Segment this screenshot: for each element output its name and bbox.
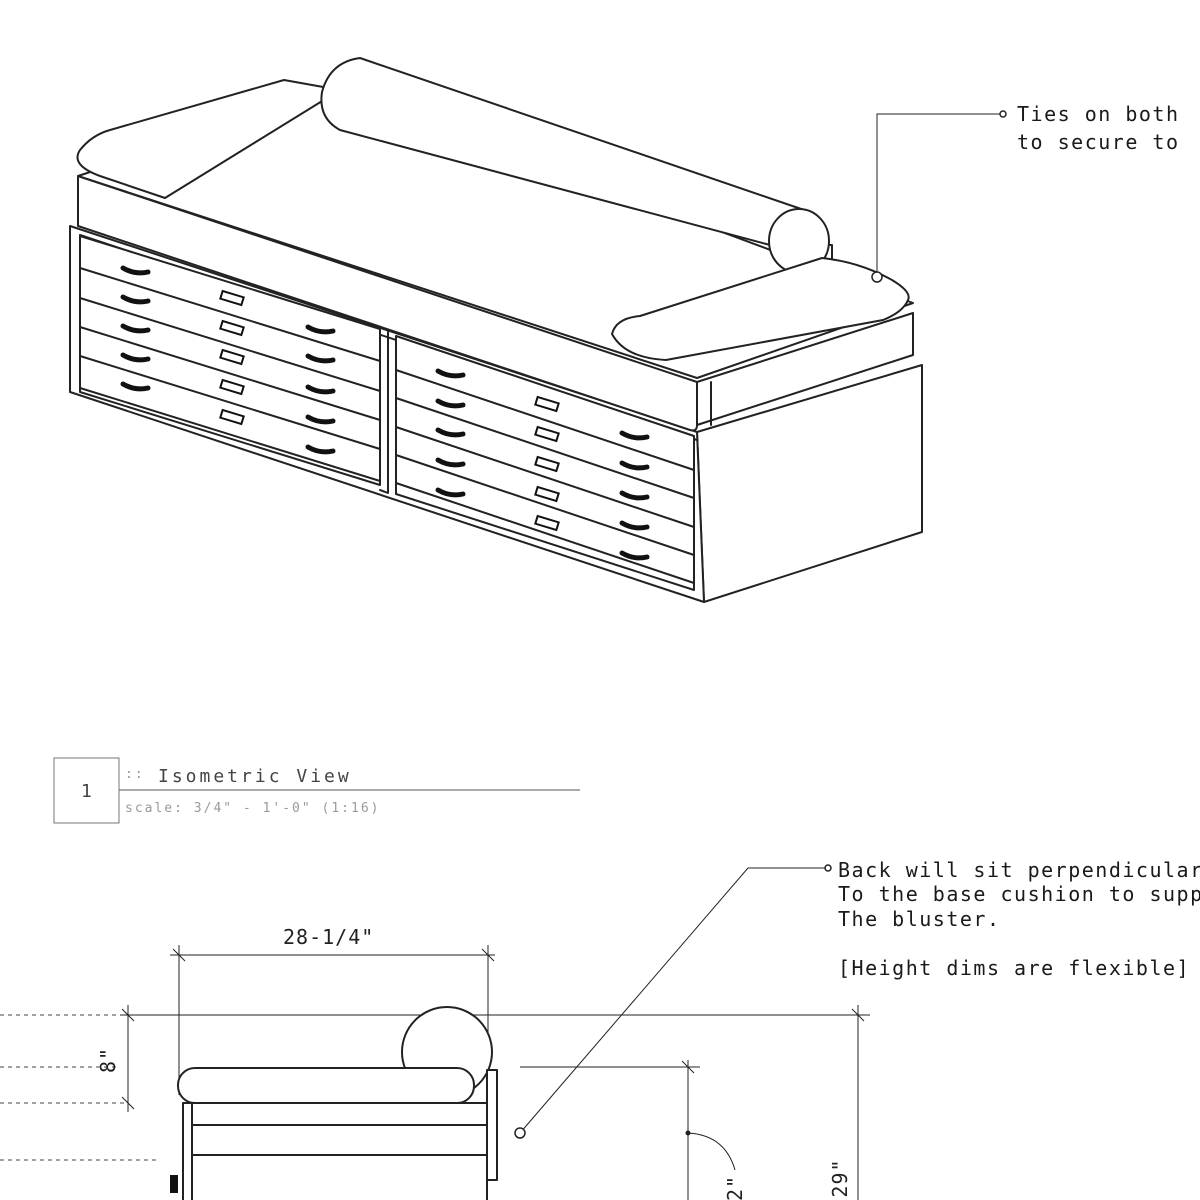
side-elevation [0, 864, 870, 1200]
bolster-pillow [320, 57, 830, 274]
view-title: Isometric View [158, 766, 352, 787]
back-note-line-1: Back will sit perpendicular [838, 858, 1200, 882]
title-block [53, 757, 580, 824]
back-note-line-2: To the base cushion to suppo [838, 882, 1200, 906]
left-arm-cushion [76, 79, 341, 199]
back-note-line-4: [Height dims are flexible] [838, 956, 1190, 980]
total-height-dimension: 29" [828, 1158, 852, 1197]
view-scale: scale: 3/4" - 1'-0" (1:16) [125, 801, 381, 816]
seat-height-dimension: 2" [723, 1175, 747, 1200]
title-prefix: :: [125, 767, 145, 782]
ties-note-line-1: Ties on both [1017, 102, 1180, 126]
isometric-daybed [69, 57, 1007, 603]
view-number: 1 [81, 781, 95, 802]
width-dimension: 28-1/4" [283, 925, 374, 949]
ties-note-line-2: to secure to [1017, 130, 1180, 154]
right-arm-cushion [611, 257, 910, 361]
ties-leader-line [876, 113, 1000, 277]
base-cushion-side [696, 312, 914, 426]
bolster-height-dimension: 8" [96, 1047, 120, 1073]
drawer-handles-left [120, 265, 336, 455]
back-note-line-3: The bluster. [838, 907, 1001, 931]
drawer-handles-right [435, 368, 650, 561]
